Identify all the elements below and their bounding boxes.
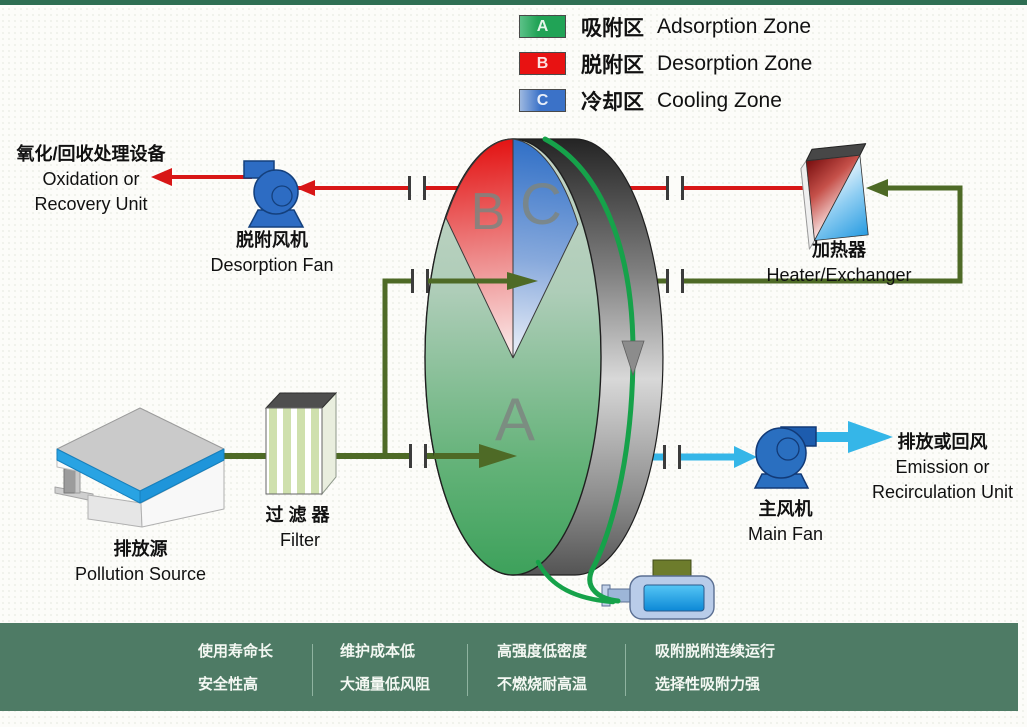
desorption-fan-label: 脱附风机 Desorption Fan [183, 228, 361, 278]
feature-divider [625, 644, 626, 696]
legend-key: A [536, 17, 549, 35]
pollution-source-label: 排放源 Pollution Source [38, 537, 243, 587]
oxidation-unit-label: 氧化/回收处理设备 Oxidation or Recovery Unit [0, 142, 182, 217]
legend-zh: 脱附区 [581, 53, 644, 77]
filter-zh: 过滤器 [265, 505, 335, 525]
feature-text: 吸附脱附连续运行 [655, 643, 776, 660]
feature-bar: 使用寿命长 安全性高 维护成本低 大通量低风阻 高强度低密度 不燃烧耐高温 吸附… [0, 623, 1018, 711]
feature-text: 高强度低密度 [497, 643, 588, 660]
legend-key: B [536, 54, 549, 72]
feature-text: 使用寿命长 [198, 643, 274, 660]
legend-en: Desorption Zone [657, 51, 813, 75]
oxidation-zh: 氧化/回收处理设备 [16, 144, 166, 164]
heater-label: 加热器 Heater/Exchanger [743, 238, 935, 288]
feature-column-1: 使用寿命长 安全性高 [198, 644, 273, 710]
heater-zh: 加热器 [812, 240, 866, 260]
filter-box-icon [264, 391, 338, 496]
feature-text: 大通量低风阻 [340, 676, 431, 693]
desorption-fan-zh: 脱附风机 [236, 230, 308, 250]
feature-column-4: 吸附脱附连续运行 选择性吸附力强 [655, 644, 775, 710]
legend: A 吸附区 Adsorption Zone B 脱附区 Desorption Z… [519, 15, 812, 126]
emission-unit-label: 排放或回风 Emission or Recirculation Unit [858, 430, 1027, 505]
pollution-source-zh: 排放源 [113, 539, 168, 559]
factory-building-icon [54, 407, 225, 528]
legend-item-desorption: B 脱附区 Desorption Zone [519, 51, 813, 77]
legend-item-cooling: C 冷却区 Cooling Zone [519, 88, 812, 114]
emission-zh: 排放或回风 [897, 432, 988, 452]
legend-swatch-desorption: B [519, 52, 566, 75]
rotation-arrow-icon [535, 136, 645, 605]
desorption-fan-en: Desorption Fan [210, 255, 334, 275]
main-fan-label: 主风机 Main Fan [703, 497, 868, 547]
feature-divider [467, 644, 468, 696]
legend-key: C [536, 91, 549, 109]
legend-item-adsorption: A 吸附区 Adsorption Zone [519, 14, 812, 40]
feature-column-2: 维护成本低 大通量低风阻 [340, 644, 430, 710]
feature-text: 维护成本低 [340, 643, 416, 660]
wheel-zone-a-label: A [494, 386, 536, 453]
heater-en: Heater/Exchanger [766, 265, 912, 285]
filter-label: 过滤器 Filter [230, 503, 370, 553]
main-fan-icon [753, 426, 817, 489]
feature-divider [312, 644, 313, 696]
top-border [0, 0, 1027, 5]
oxidation-en1: Oxidation or [42, 169, 140, 189]
emission-en1: Emission or [895, 457, 990, 477]
oxidation-en2: Recovery Unit [34, 194, 148, 214]
emission-en2: Recirculation Unit [871, 482, 1014, 502]
legend-zh: 冷却区 [581, 90, 644, 114]
feature-column-3: 高强度低密度 不燃烧耐高温 [497, 644, 587, 710]
feature-text: 安全性高 [198, 676, 259, 693]
wheel-inlet-arrows [428, 272, 538, 468]
desorption-fan-icon [243, 160, 305, 228]
legend-en: Cooling Zone [657, 88, 782, 112]
legend-swatch-adsorption: A [519, 15, 566, 38]
heat-exchanger-icon [800, 143, 869, 250]
legend-en: Adsorption Zone [657, 14, 812, 38]
legend-zh: 吸附区 [581, 16, 644, 40]
legend-swatch-cooling: C [519, 89, 566, 112]
main-fan-en: Main Fan [747, 524, 824, 544]
motor-icon [601, 559, 715, 620]
feature-text: 选择性吸附力强 [655, 676, 761, 693]
filter-en: Filter [280, 530, 320, 550]
feature-text: 不燃烧耐高温 [497, 676, 588, 693]
main-fan-zh: 主风机 [758, 499, 813, 519]
wheel-zone-b-label: B [470, 183, 506, 241]
wheel-zone-c-label: C [520, 172, 562, 237]
pollution-source-en: Pollution Source [74, 564, 207, 584]
